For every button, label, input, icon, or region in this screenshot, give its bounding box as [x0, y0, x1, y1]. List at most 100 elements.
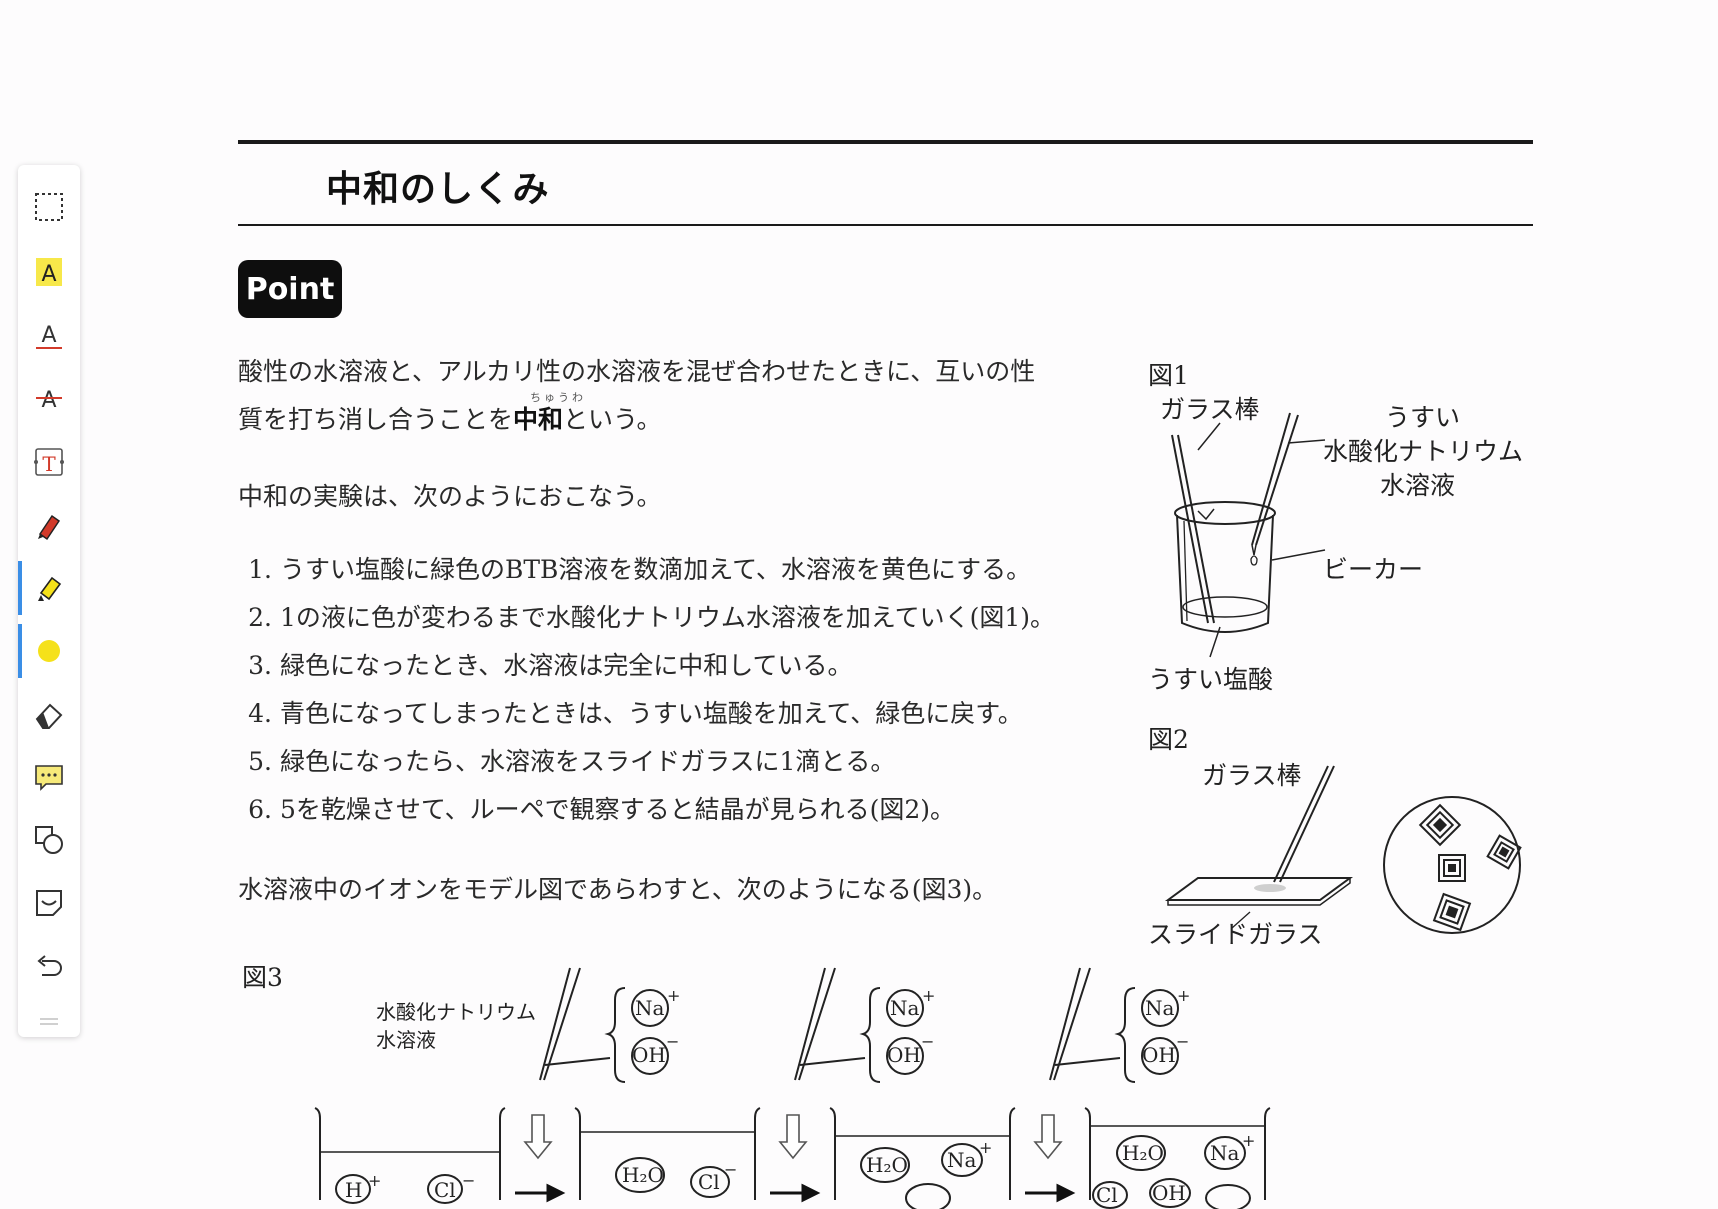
pen-icon [38, 514, 61, 541]
intro-line-1: 酸性の水溶液と、アルカリ性の水溶液を混ぜ合わせたときに、互いの性 [238, 357, 1036, 386]
ion-minus: − [921, 1032, 935, 1051]
comment-icon [35, 765, 63, 791]
step-number: 1. [248, 555, 272, 584]
ion-h2o: H₂O [1122, 1141, 1164, 1165]
intro-line-2-after: という。 [563, 405, 662, 434]
ion-minus: − [462, 1171, 476, 1190]
ion-plus: + [1177, 986, 1191, 1005]
fig1-glass-rod-label: ガラス棒 [1160, 395, 1260, 424]
step-item: 2. 1の液に色が変わるまで水酸化ナトリウム水溶液を加えていく(図1)。 [242, 598, 1055, 646]
step-number: 2. [248, 603, 272, 632]
text-highlight-tool[interactable]: A [18, 245, 80, 299]
ion-na: Na [947, 1148, 977, 1172]
strikethrough-tool[interactable]: A [18, 371, 80, 425]
ion-cl: Cl [1096, 1183, 1118, 1207]
intro-line-2: 質を打ち消し合うことを中和という。 [238, 400, 662, 436]
ion-na: Na [1210, 1141, 1240, 1165]
ion-plus: + [667, 986, 681, 1005]
title-bottom-rule [238, 224, 1533, 226]
eraser-icon [35, 703, 63, 729]
ion-oh: OH [1142, 1043, 1176, 1067]
ion-plus: + [368, 1171, 382, 1190]
step-text: 緑色になったら、水溶液をスライドガラスに1滴とる。 [279, 747, 896, 776]
ion-h2o: H₂O [866, 1153, 908, 1177]
ion-na: Na [635, 996, 665, 1020]
step-item: 5. 緑色になったら、水溶液をスライドガラスに1滴とる。 [242, 742, 1055, 790]
highlighter-tool[interactable] [18, 561, 80, 615]
ion-h2o: H₂O [622, 1163, 664, 1187]
annotation-toolbar: A A A T [18, 165, 80, 1037]
fig1-beaker-label: ビーカー [1323, 555, 1424, 584]
experiment-steps: 1. うすい塩酸に緑色のBTB溶液を数滴加えて、水溶液を黄色にする。 2. 1の… [242, 550, 1055, 838]
fig1-label: 図1 [1148, 361, 1189, 390]
ion-oh: OH [632, 1043, 666, 1067]
step-number: 6. [248, 795, 272, 824]
ion-plus: + [1242, 1131, 1256, 1150]
sticker-icon [36, 890, 62, 916]
step-text: 緑色になったとき、水溶液は完全に中和している。 [279, 651, 853, 680]
ion-oh: OH [887, 1043, 921, 1067]
text-box-tool[interactable]: T [18, 435, 80, 489]
ion-na: Na [890, 996, 920, 1020]
fig3-label: 図3 [242, 963, 283, 992]
fig1-beaker-drawing [1171, 412, 1326, 658]
underline-tool[interactable]: A [18, 308, 80, 362]
step-item: 4. 青色になってしまったときは、うすい塩酸を加えて、緑色に戻す。 [242, 694, 1055, 742]
strikethrough-a-icon: A [36, 388, 62, 413]
fig2-glass-rod-label: ガラス棒 [1202, 761, 1302, 790]
ion-minus: − [1176, 1032, 1190, 1051]
svg-text:A: A [41, 262, 56, 287]
undo-icon [37, 955, 62, 976]
highlighter-icon [38, 576, 62, 601]
svg-text:A: A [41, 388, 56, 413]
svg-text:A: A [41, 323, 56, 348]
undo-button[interactable] [18, 939, 80, 993]
point-badge: Point [238, 260, 342, 318]
ion-oh: OH [1152, 1181, 1186, 1205]
step-number: 5. [248, 747, 272, 776]
step-text: 青色になってしまったときは、うすい塩酸を加えて、緑色に戻す。 [279, 699, 1023, 728]
fig3-naoh-line2: 水溶液 [376, 1028, 436, 1052]
underline-a-icon: A [36, 323, 62, 349]
ion-h: H [345, 1178, 363, 1202]
svg-text:T: T [42, 452, 56, 476]
fig1-hcl-label: うすい塩酸 [1148, 665, 1274, 694]
shapes-icon [35, 826, 63, 854]
fig3-naoh-line1: 水酸化ナトリウム [376, 1000, 536, 1024]
ion-na: Na [1145, 996, 1175, 1020]
toolbar-drag-handle[interactable] [40, 1018, 58, 1026]
keyword-neutralization: 中和 [513, 405, 564, 434]
keyword-ruby: ちゅうわ [530, 391, 586, 404]
ion-cl: Cl [698, 1170, 720, 1194]
model-lead: 水溶液中のイオンをモデル図であらわすと、次のようになる(図3)。 [238, 875, 998, 904]
ion-plus: + [922, 986, 936, 1005]
ion-plus: + [979, 1138, 993, 1157]
pen-tool[interactable] [18, 498, 80, 552]
fig1-naoh-line1: うすい [1385, 403, 1461, 432]
shape-tool[interactable] [18, 813, 80, 867]
select-area-tool[interactable] [18, 180, 80, 234]
step-text: うすい塩酸に緑色のBTB溶液を数滴加えて、水溶液を黄色にする。 [279, 555, 1032, 584]
color-picker[interactable] [18, 624, 80, 678]
ion-cl: Cl [434, 1178, 456, 1202]
yellow-dot-icon [38, 640, 60, 662]
comment-tool[interactable] [18, 750, 80, 804]
intro-line-2-before: 質を打ち消し合うことを [238, 405, 514, 434]
fig1-naoh-line2: 水酸化ナトリウム [1323, 437, 1524, 466]
fig2-label: 図2 [1148, 725, 1189, 754]
fig1-naoh-line3: 水溶液 [1380, 471, 1456, 500]
title-top-rule [238, 140, 1533, 144]
step-text: 1の液に色が変わるまで水酸化ナトリウム水溶液を加えていく(図1)。 [279, 603, 1056, 632]
step-text: 5を乾燥させて、ルーペで観察すると結晶が見られる(図2)。 [279, 795, 956, 824]
fig3-ion-model [300, 960, 1271, 1209]
eraser-tool[interactable] [18, 687, 80, 741]
ion-minus: − [724, 1160, 738, 1179]
sticker-tool[interactable] [18, 876, 80, 930]
dashed-rectangle-icon [35, 193, 63, 221]
step-number: 3. [248, 651, 272, 680]
step-item: 1. うすい塩酸に緑色のBTB溶液を数滴加えて、水溶液を黄色にする。 [242, 550, 1055, 598]
step-item: 3. 緑色になったとき、水溶液は完全に中和している。 [242, 646, 1055, 694]
experiment-lead: 中和の実験は、次のようにおこなう。 [238, 482, 662, 511]
step-number: 4. [248, 699, 272, 728]
step-item: 6. 5を乾燥させて、ルーペで観察すると結晶が見られる(図2)。 [242, 790, 1055, 838]
